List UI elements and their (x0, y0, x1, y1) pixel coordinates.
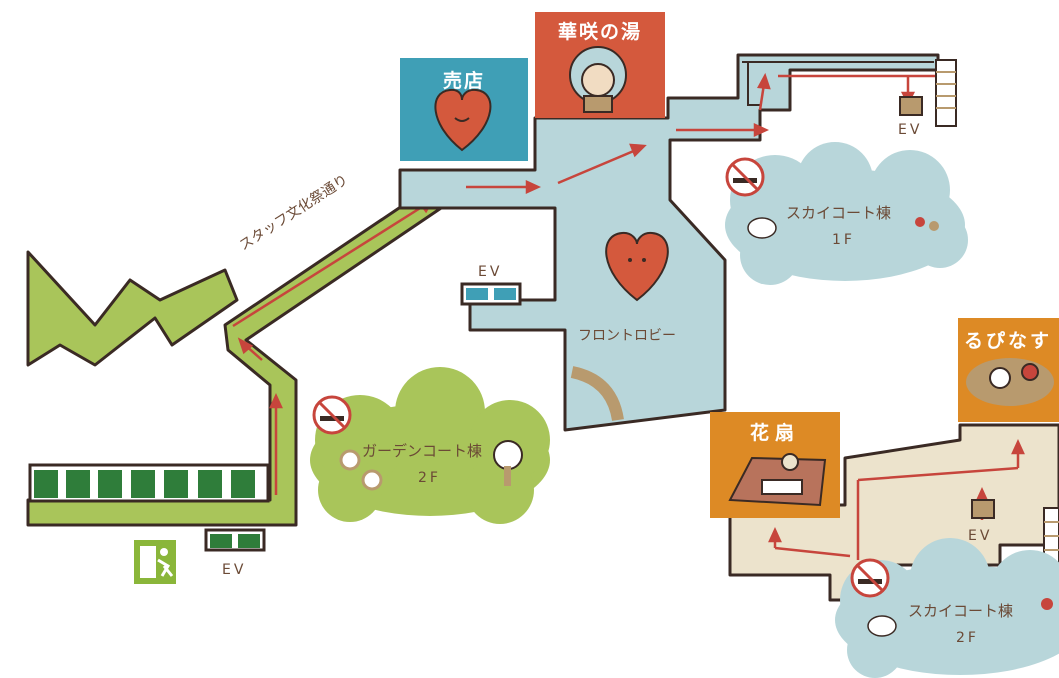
ev-label-bottom-left: EV (222, 562, 247, 578)
restaurant-right-label: るぴなす (964, 330, 1053, 352)
parking-bays (28, 463, 270, 503)
balloon-icon (915, 217, 1053, 610)
heart-mascot-icon (605, 231, 669, 302)
hanaogi-label: 花扇 (749, 422, 800, 444)
bird-icon (867, 615, 897, 637)
food-icon (966, 358, 1054, 406)
sky-court-1f-floor: 1F (832, 232, 855, 248)
sky-court-2f-floor: 2F (956, 630, 979, 646)
front-lobby-label: フロントロビー (578, 328, 676, 344)
no-smoking-icon (312, 395, 352, 435)
tree-icon (493, 440, 523, 486)
bath-mascot-icon (569, 46, 627, 113)
left-building-zigzag (26, 250, 239, 367)
ev-label-lobby: EV (478, 264, 503, 280)
food-icon (728, 453, 827, 507)
sky-court-2f-name: スカイコート棟 (908, 602, 1014, 620)
ev-doors-bottom-left (204, 528, 266, 552)
heart-mascot-icon (434, 88, 492, 152)
ev-top-right (899, 96, 923, 116)
stairs-icon (935, 59, 957, 127)
lobby-floor-mark (570, 366, 624, 422)
shop-label: 売店 (442, 70, 485, 92)
no-smoking-icon (850, 558, 890, 598)
ev-bottom-right (971, 499, 995, 519)
sky-court-1f-cloud (725, 142, 968, 285)
flower-icon (339, 449, 383, 491)
bird-icon (747, 217, 777, 239)
emergency-exit-icon (134, 540, 176, 584)
ev-doors-lobby (460, 282, 522, 306)
ev-label-bottom-right: EV (968, 528, 993, 544)
no-smoking-icon (725, 157, 765, 197)
bath-label: 華咲の湯 (557, 21, 642, 43)
garden-court-floor: 2F (418, 470, 441, 486)
garden-court-name: ガーデンコート棟 (362, 442, 483, 460)
sky-court-1f-name: スカイコート棟 (786, 204, 892, 222)
ev-label-top-right: EV (898, 122, 923, 138)
